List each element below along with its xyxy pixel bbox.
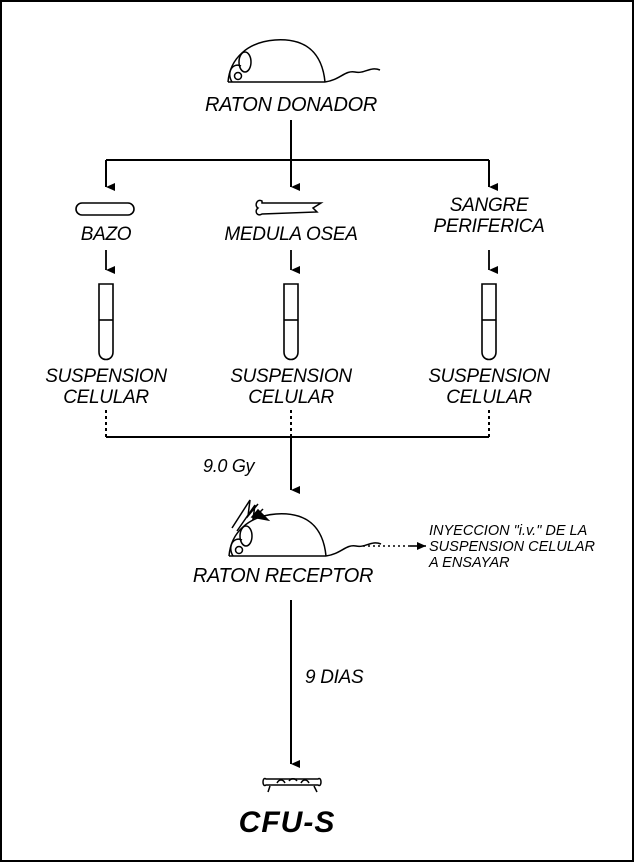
radiation-bolt-icon (232, 500, 268, 531)
source-label-spleen: BAZO (81, 224, 132, 246)
bone-icon (256, 200, 321, 214)
result-label: CFU-S (239, 806, 336, 840)
irradiation-dose-label: 9.0 Gy (203, 455, 254, 477)
incubation-label: 9 DIAS (305, 667, 363, 689)
spleen-colonies-icon (263, 779, 321, 792)
source-label-bone-marrow: MEDULA OSEA (224, 224, 357, 246)
to-tube-arrows (106, 250, 489, 270)
suspension-label-3-line2: CELULAR (446, 387, 532, 409)
suspension-label-1-line1: SUSPENSION (45, 366, 167, 388)
suspension-label-1-line2: CELULAR (63, 387, 149, 409)
test-tube-icon (284, 284, 298, 360)
recipient-label: RATON RECEPTOR (193, 565, 373, 587)
injection-label-line2: SUSPENSION CELULAR (429, 539, 595, 555)
merge-lines (106, 410, 489, 490)
source-label-blood-line2: PERIFERICA (433, 216, 544, 238)
mouse-icon (229, 514, 381, 556)
suspension-label-2-line2: CELULAR (248, 387, 334, 409)
spleen-icon (76, 203, 134, 215)
test-tube-icon (99, 284, 113, 360)
test-tube-icon (482, 284, 496, 360)
suspension-label-2-line1: SUSPENSION (230, 366, 352, 388)
injection-label-line1: INYECCION "i.v." DE LA (429, 523, 587, 539)
donor-label: RATON DONADOR (205, 94, 377, 116)
mouse-icon (228, 40, 380, 82)
source-label-blood-line1: SANGRE (450, 195, 528, 217)
suspension-label-3-line1: SUSPENSION (428, 366, 550, 388)
distribution-lines (106, 120, 489, 187)
injection-label-line3: A ENSAYAR (429, 555, 510, 571)
